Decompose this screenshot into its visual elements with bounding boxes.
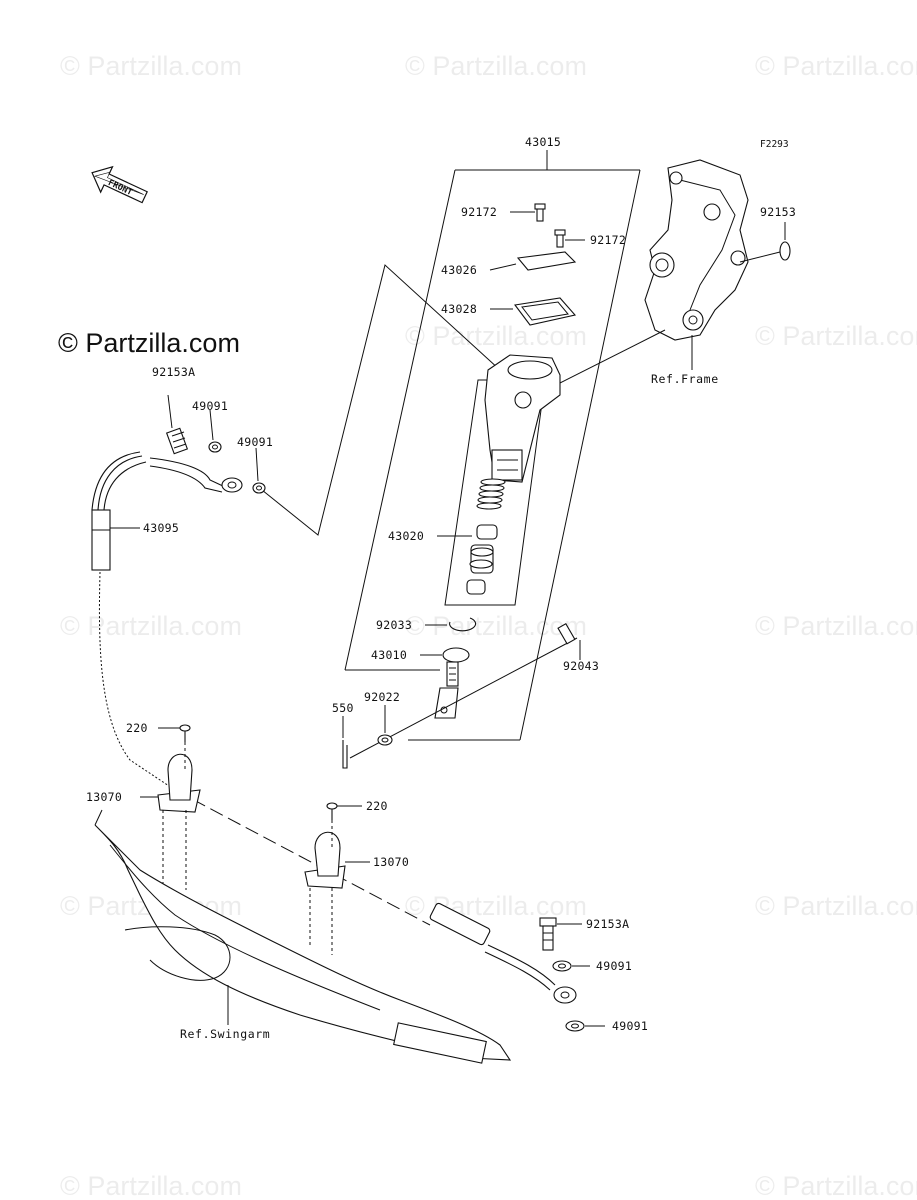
label-clamp-2: 13070 bbox=[373, 855, 409, 869]
frame-bracket: Ref.Frame bbox=[555, 159, 749, 386]
label-screw-1: 220 bbox=[126, 721, 148, 735]
reservoir-cap: 43026 bbox=[441, 251, 577, 277]
push-rod: 43010 bbox=[371, 647, 470, 719]
watermark: © Partzilla.com bbox=[60, 1171, 242, 1200]
label-clamp-1: 13070 bbox=[86, 790, 122, 804]
label-pin: 92043 bbox=[563, 659, 599, 673]
label-washer-rod: 92022 bbox=[364, 690, 400, 704]
label-gasket-bottom-b: 49091 bbox=[612, 1019, 648, 1033]
watermark: © Partzilla.com bbox=[755, 1171, 917, 1200]
label-banjo-bolt-top: 92153A bbox=[152, 365, 195, 379]
label-bolt-top-1: 92172 bbox=[461, 205, 497, 219]
banjo-bolt-top: 92153A bbox=[152, 365, 195, 455]
master-cylinder-body bbox=[484, 354, 561, 483]
label-gasket-top-a: 49091 bbox=[192, 399, 228, 413]
watermark-main: © Partzilla.com bbox=[58, 328, 240, 358]
label-hose: 43095 bbox=[143, 521, 179, 535]
spring bbox=[476, 478, 506, 510]
brake-hose: 43095 bbox=[91, 451, 577, 1004]
diagram-code: F2293 bbox=[760, 139, 789, 150]
watermark: © Partzilla.com bbox=[405, 51, 587, 81]
gasket-bottom-a: 49091 bbox=[552, 959, 632, 973]
label-circlip: 92033 bbox=[376, 618, 412, 632]
pin: 92043 bbox=[349, 622, 599, 759]
label-cotter-pin: 550 bbox=[332, 701, 354, 715]
gasket-top-b: 49091 bbox=[237, 435, 273, 494]
label-screw-2: 220 bbox=[366, 799, 388, 813]
piston-kit: 43020 bbox=[388, 478, 506, 595]
label-push-rod: 43010 bbox=[371, 648, 407, 662]
label-piston-kit: 43020 bbox=[388, 529, 424, 543]
watermark: © Partzilla.com bbox=[755, 891, 917, 921]
ref-frame-label: Ref.Frame bbox=[651, 372, 719, 386]
watermarks: © Partzilla.com © Partzilla.com © Partzi… bbox=[58, 51, 917, 1200]
watermark: © Partzilla.com bbox=[405, 321, 587, 351]
watermark: © Partzilla.com bbox=[755, 321, 917, 351]
front-arrow-icon: FRONT bbox=[91, 165, 148, 204]
diaphragm: 43028 bbox=[441, 297, 577, 326]
washer-rod: 92022 bbox=[364, 690, 400, 746]
label-frame-bolt: 92153 bbox=[760, 205, 796, 219]
watermark: © Partzilla.com bbox=[755, 51, 917, 81]
clamp-2: 220 13070 bbox=[304, 799, 409, 955]
watermark: © Partzilla.com bbox=[60, 51, 242, 81]
clamp-1: 220 13070 bbox=[86, 721, 201, 890]
label-assembly: 43015 bbox=[525, 135, 561, 149]
swingarm: Ref.Swingarm bbox=[94, 809, 512, 1064]
cotter-pin: 550 bbox=[332, 701, 354, 769]
label-banjo-bolt-bottom: 92153A bbox=[586, 917, 629, 931]
watermark: © Partzilla.com bbox=[405, 611, 587, 641]
watermark: © Partzilla.com bbox=[755, 611, 917, 641]
reservoir-bolts: 92172 92172 bbox=[461, 203, 626, 248]
watermark: © Partzilla.com bbox=[60, 611, 242, 641]
gasket-bottom-b: 49091 bbox=[565, 1019, 648, 1033]
gasket-top-a: 49091 bbox=[192, 399, 228, 453]
circlip: 92033 bbox=[376, 617, 477, 632]
ref-swingarm-label: Ref.Swingarm bbox=[180, 1027, 270, 1041]
label-gasket-top-b: 49091 bbox=[237, 435, 273, 449]
label-bolt-top-2: 92172 bbox=[590, 233, 626, 247]
label-gasket-bottom-a: 49091 bbox=[596, 959, 632, 973]
label-reservoir-cap: 43026 bbox=[441, 263, 477, 277]
frame-bolt: 92153 bbox=[739, 205, 796, 263]
banjo-bolt-bottom: 92153A bbox=[539, 917, 629, 951]
label-diaphragm: 43028 bbox=[441, 302, 477, 316]
assembly-bracket bbox=[261, 150, 641, 741]
